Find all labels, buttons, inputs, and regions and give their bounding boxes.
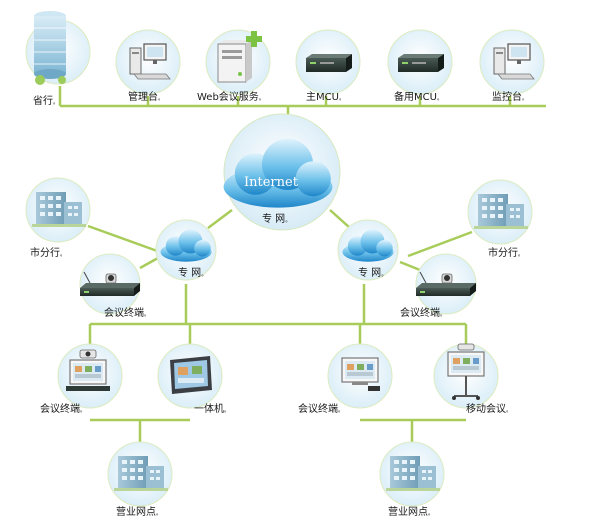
label-left-terminal-2: 会议终端。 <box>40 402 86 415</box>
label-right-private-net: 专 网。 <box>358 266 387 279</box>
left-net-to-terminal <box>139 256 159 270</box>
node-province: 省行。 <box>25 11 91 107</box>
node-internet-cloud: Internet 专 网。 <box>223 113 341 231</box>
node-all-in-one: 一体机。 <box>157 343 230 415</box>
node-left-terminal: 会议终端。 <box>79 253 150 319</box>
node-backup-mcu: 备用MCU。 <box>387 29 453 103</box>
internet-to-right-net <box>329 209 351 229</box>
node-mobile-conference: 移动会议。 <box>433 343 512 415</box>
label-left-terminal: 会议终端。 <box>104 306 150 319</box>
node-right-private-net: 专 网。 <box>337 219 399 281</box>
all-in-one-icon <box>170 356 212 394</box>
label-monitor-console: 监控台。 <box>492 90 528 103</box>
left-net-to-city <box>87 224 161 254</box>
node-right-terminal-2: 会议终端。 <box>298 343 393 415</box>
display-terminal-icon <box>341 357 380 391</box>
label-left-outlet: 营业网点。 <box>116 505 162 518</box>
node-right-outlet: 营业网点。 <box>379 441 445 518</box>
right-net-to-city <box>407 230 473 258</box>
node-web-conference-service: Web会议服务。 <box>197 29 271 103</box>
node-left-city-branch: 市分行。 <box>25 177 91 259</box>
label-all-in-one: 一体机。 <box>194 402 230 415</box>
node-main-mcu: 主MCU。 <box>295 29 361 103</box>
mcu-device-icon <box>306 54 352 72</box>
label-left-private-net: 专 网。 <box>178 266 207 279</box>
label-right-outlet: 营业网点。 <box>388 505 434 518</box>
mobile-cart-icon <box>447 343 485 400</box>
label-main-mcu: 主MCU。 <box>306 91 345 103</box>
node-left-terminal-2: 会议终端。 <box>40 343 123 415</box>
label-backup-mcu: 备用MCU。 <box>394 90 443 103</box>
label-right-terminal-2: 会议终端。 <box>298 402 344 415</box>
label-left-city-branch: 市分行。 <box>30 246 66 259</box>
node-right-terminal: 会议终端。 <box>400 253 477 319</box>
node-left-outlet: 营业网点。 <box>107 441 173 518</box>
label-right-city-branch: 市分行。 <box>488 246 524 259</box>
label-mobile-conference: 移动会议。 <box>466 402 512 415</box>
node-left-private-net: 专 网。 <box>155 219 217 281</box>
label-internet: Internet <box>244 175 299 190</box>
node-monitor-console: 监控台。 <box>479 29 545 103</box>
plus-icon <box>246 31 262 47</box>
internet-to-left-net <box>207 209 233 229</box>
label-province: 省行。 <box>33 94 59 107</box>
web-server-icon <box>217 31 262 83</box>
node-right-city-branch: 市分行。 <box>467 179 533 259</box>
label-right-terminal: 会议终端。 <box>400 306 446 319</box>
node-management-console: 管理台。 <box>115 29 181 103</box>
label-web-conference-service: Web会议服务。 <box>197 90 265 103</box>
right-net-to-terminal <box>399 260 421 272</box>
display-terminal-icon <box>66 349 110 391</box>
server-tower-icon <box>34 11 66 85</box>
mcu-device-icon <box>398 54 444 72</box>
label-center-private-net: 专 网。 <box>262 212 291 225</box>
connection-lines <box>58 86 546 444</box>
label-management-console: 管理台。 <box>128 90 164 103</box>
